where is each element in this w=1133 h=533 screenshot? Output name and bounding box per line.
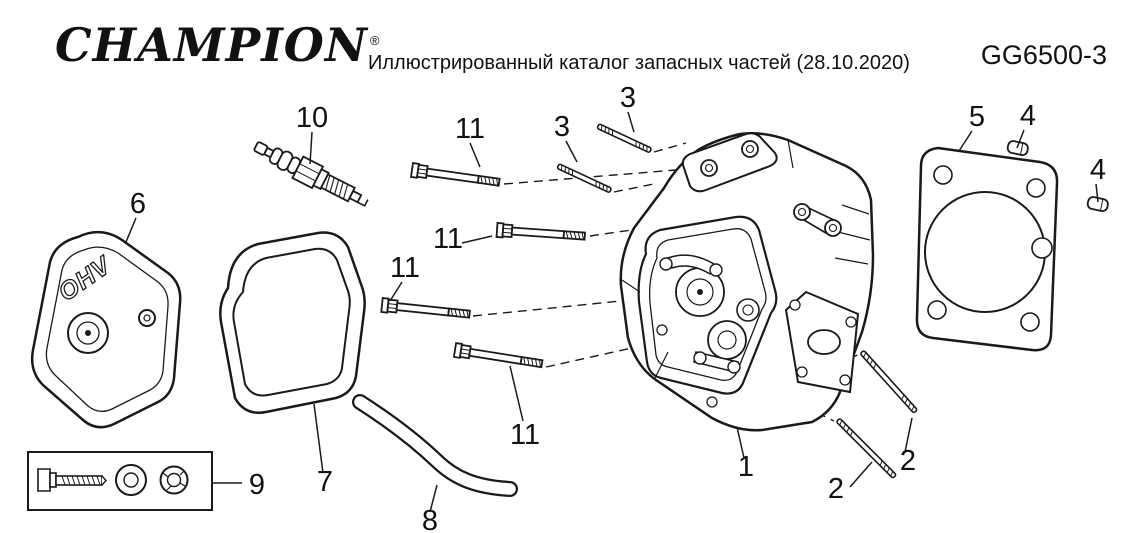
valve-cover: OHV (30, 231, 182, 429)
kit-flat-washer (115, 464, 147, 496)
callout-2-b: 2 (828, 473, 844, 505)
callout-9: 9 (249, 469, 265, 501)
spark-plug (253, 141, 369, 207)
callout-1: 1 (738, 451, 754, 483)
kit-lock-washer (159, 465, 189, 495)
callout-11-d: 11 (510, 419, 540, 451)
callout-2-a: 2 (900, 445, 916, 477)
valve-cover-gasket (219, 231, 366, 414)
registered-trademark-icon: ® (369, 32, 381, 48)
callout-10: 10 (296, 102, 328, 134)
callout-8: 8 (422, 505, 438, 533)
callout-3-b: 3 (554, 111, 570, 143)
head-gasket (915, 146, 1059, 352)
cylinder-head (619, 132, 875, 432)
head-bolt-2 (495, 222, 587, 245)
callout-7: 7 (317, 466, 333, 498)
callout-labels: 10 3 3 11 5 4 4 6 11 11 11 1 2 2 7 8 9 (130, 82, 1106, 533)
breather-tube (352, 394, 518, 497)
head-bolt-1 (410, 162, 502, 191)
callout-6: 6 (130, 188, 146, 220)
leader-lines (125, 111, 1099, 513)
callout-11-a: 11 (455, 113, 485, 145)
hardware-kit-box (27, 451, 213, 511)
callout-4-b: 4 (1090, 154, 1106, 186)
callout-11-c: 11 (390, 252, 420, 284)
model-code: GG6500-3 (980, 40, 1107, 70)
short-stud-1 (596, 122, 653, 154)
catalog-title: Иллюстрированный каталог запасных частей… (368, 52, 910, 74)
callout-11-b: 11 (433, 223, 463, 255)
head-bolt-3 (380, 297, 472, 323)
champion-logo-text: CHAMPION (55, 18, 368, 72)
callout-5: 5 (969, 101, 985, 133)
callout-4-a: 4 (1020, 100, 1036, 132)
callout-3-a: 3 (620, 82, 636, 114)
champion-logo: CHAMPION® (55, 18, 381, 72)
head-bolt-4 (453, 342, 544, 372)
dowel-pin-1 (1005, 139, 1030, 157)
short-stud-2 (556, 162, 613, 194)
long-stud-1 (859, 349, 919, 414)
kit-bolt (37, 468, 107, 492)
